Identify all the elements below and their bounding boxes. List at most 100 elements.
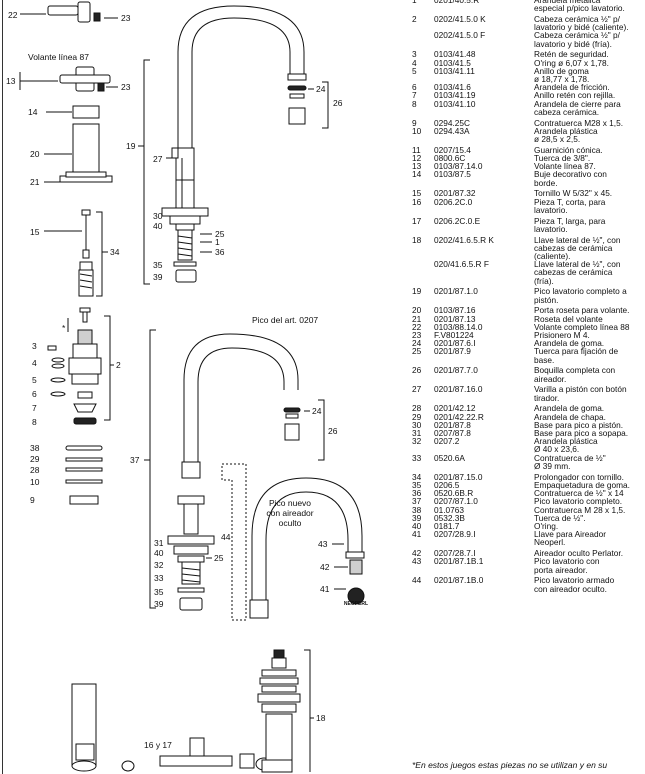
description-line: Prolongador con tornillo. <box>534 471 624 482</box>
label-13: 13 <box>6 76 16 86</box>
part-code: 0201/87.1.0 <box>434 286 478 297</box>
bracket-44-dotted <box>221 463 247 621</box>
description-line: Retén de seguridad. <box>534 49 609 60</box>
description-line: Pico lavatorio con <box>534 556 600 567</box>
label-29: 29 <box>30 454 40 464</box>
description-line: Tornillo W 5/32" x 45. <box>534 188 613 199</box>
aerator-26-drawing <box>287 85 307 125</box>
part-number: 16 <box>412 196 422 207</box>
description-line: Varilla a pistón con botón <box>534 384 627 395</box>
part-number: 34 <box>412 471 422 482</box>
part-code: 0207/87.1.0 <box>434 496 478 507</box>
part-number: 12 <box>412 153 422 164</box>
part-description: Arandela de goma. <box>534 339 642 348</box>
description-line: Porta roseta para volante. <box>534 305 630 316</box>
description-line: Boquilla completa con <box>534 365 616 376</box>
part-code: F.V801224 <box>434 330 474 341</box>
description-line: cabeza cerámica. <box>534 106 600 117</box>
description-line: tirador. <box>534 392 560 403</box>
label-34: 34 <box>110 247 120 257</box>
part-number: 26 <box>412 365 422 376</box>
label-20: 20 <box>30 149 40 159</box>
description-line: Ø 39 mm. <box>534 460 571 471</box>
part-number: 2 <box>412 14 417 24</box>
description-line: Arandela plástica <box>534 125 598 136</box>
description-line: Llave para Aireador <box>534 529 606 540</box>
description-line: Roseta del volante <box>534 313 603 324</box>
part-description: Porta roseta para volante. <box>534 305 642 316</box>
part-code: 0520.6B.R <box>434 488 474 499</box>
part-code: 0207/87.8 <box>434 428 471 439</box>
part-code: 0181.7 <box>434 520 460 531</box>
part-description: Anillo retén con rejilla. <box>534 90 642 101</box>
label-9: 9 <box>30 495 35 505</box>
label-26-top: 26 <box>333 98 343 108</box>
caption-volante-linea-87: Volante línea 87 <box>28 52 89 62</box>
description-line: Anillo retén con rejilla. <box>534 90 616 101</box>
description-line: ø 18,77 x 1,78. <box>534 74 590 85</box>
part-number: 9 <box>412 117 417 128</box>
part-code: 0103/41.48 <box>434 49 476 60</box>
part-code: 0207/28.9.I <box>434 529 476 540</box>
part-code: 0103/41.11 <box>434 65 475 76</box>
part-description: Arandela de fricción. <box>534 83 642 92</box>
part-description: Aireador oculto Perlator. <box>534 549 642 558</box>
spout-37-base-drawing <box>167 495 215 611</box>
part-description: Cabeza cerámica ½" p/lavatorio y bidé (f… <box>534 31 642 48</box>
part-number: 28 <box>412 403 422 414</box>
part-number: 39 <box>412 512 422 523</box>
description-line: lavatorio. <box>534 204 568 215</box>
part-code: 0103/41.19 <box>434 90 476 101</box>
part-description: Tornillo W 5/32" x 45. <box>534 188 642 199</box>
part-number: 42 <box>412 548 422 559</box>
part-code: 0532.3B <box>434 512 465 523</box>
rosette-holder-20 <box>72 123 100 175</box>
part-code: 0207/28.7.I <box>434 548 476 559</box>
part-number: 6 <box>412 82 417 93</box>
description-line: Arandela de goma. <box>534 403 605 414</box>
description-line: aireador. <box>534 373 567 384</box>
description-line: Volante completo línea 88 <box>534 321 630 332</box>
label-8: 8 <box>32 417 37 427</box>
spout-37-drawing <box>181 333 299 479</box>
spout-43-drawing <box>249 477 365 619</box>
label-25-top: 25 <box>215 229 225 239</box>
part-number: 1 <box>412 0 417 5</box>
description-line: Llave lateral de ½", con <box>534 259 621 270</box>
part-number: 32 <box>412 436 422 447</box>
left-margin-rule <box>2 0 3 774</box>
label-24-middle: 24 <box>312 406 322 416</box>
part-number: 14 <box>412 169 422 180</box>
label-39-middle: 39 <box>154 599 164 609</box>
label-7: 7 <box>32 403 37 413</box>
label-19: 19 <box>126 141 136 151</box>
description-line: Pieza T, corta, para <box>534 196 606 207</box>
part-code: 0103/41.10 <box>434 98 476 109</box>
part-code: 0103/87.16 <box>434 305 476 316</box>
